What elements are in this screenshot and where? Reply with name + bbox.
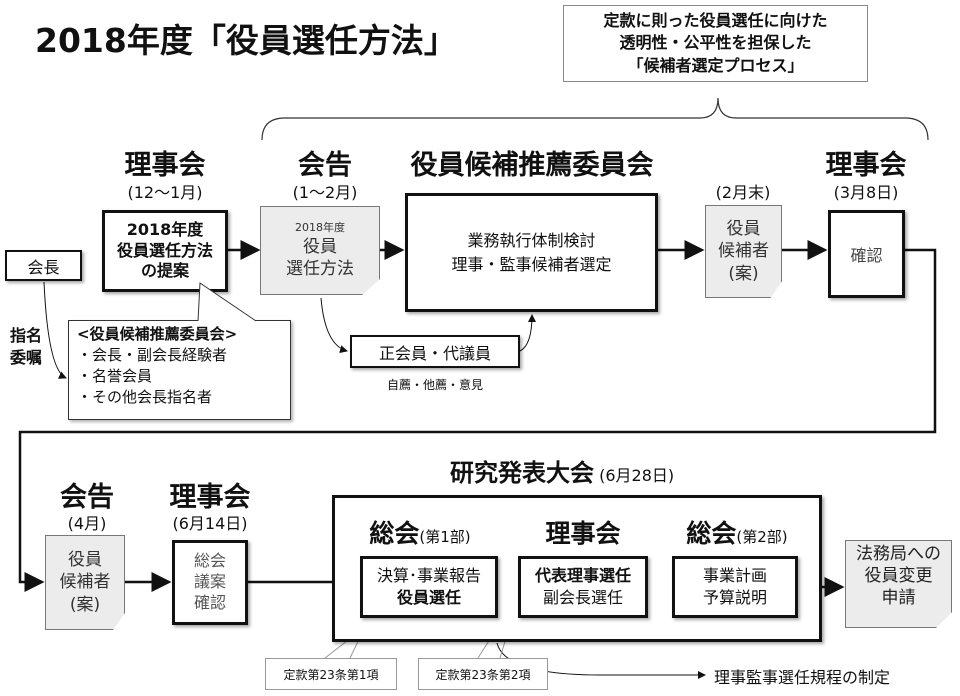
box-line: 決算･事業報告 xyxy=(376,566,481,586)
suisen-line: 業務執行体制検討 xyxy=(467,231,596,251)
doc-line: 申請 xyxy=(881,588,916,609)
teikan2-note: 定款第23条第2項 xyxy=(418,658,548,690)
box-line: 役員選任 xyxy=(396,588,461,607)
kohosha-document: 役員 候補者 (案) xyxy=(705,205,782,298)
doc-line: 役員 xyxy=(68,550,102,571)
members-box: 正会員・代議員 xyxy=(350,335,520,368)
proposal-line: の提案 xyxy=(140,261,189,281)
summary-line: 透明性・公平性を担保した xyxy=(619,33,812,53)
rijikai3-box: 総会 議案 確認 xyxy=(172,540,248,625)
proposal-line: 役員選任方法 xyxy=(116,240,213,260)
sokai1-header: 総会(第1部) xyxy=(369,514,470,550)
proposal-line: 2018年度 xyxy=(126,219,204,239)
summary-line: 定款に則った役員選任に向けた xyxy=(603,10,828,30)
doc-line: 候補者 xyxy=(59,572,111,593)
sokai2-title: 総会 xyxy=(686,519,737,548)
suisen-line: 理事・監事候補者選定 xyxy=(451,254,612,274)
taikai-date: (6月28日) xyxy=(599,466,675,485)
homukyoku-document: 法務局への 役員変更 申請 xyxy=(845,540,952,628)
kitei-label: 理事監事選任規程の制定 xyxy=(714,668,891,687)
sokai1-box: 決算･事業報告 役員選任 xyxy=(360,556,498,618)
committee-item: ・その他会長指名者 xyxy=(77,388,213,406)
shimei-label: 指名 委嘱 xyxy=(10,325,42,368)
sokai2-part: (第2部) xyxy=(736,528,788,546)
teikan1-note: 定款第23条第1項 xyxy=(265,658,397,690)
doc-line: 役員 xyxy=(303,236,337,257)
sokai1-part: (第1部) xyxy=(419,528,471,546)
sokai1-title: 総会 xyxy=(369,519,420,548)
kokoku1-period: (1〜2月) xyxy=(292,183,358,202)
rijikai2-header: 理事会 xyxy=(825,150,907,181)
summary-line: 「候補者選定プロセス」 xyxy=(627,55,804,75)
rijikai2-period: (3月8日) xyxy=(833,183,899,202)
box-line: 予算説明 xyxy=(702,588,767,607)
box-line: 副会長選任 xyxy=(542,588,623,607)
doc-line: 法務局への xyxy=(856,544,941,564)
sokai2-header: 総会(第2部) xyxy=(686,514,787,550)
committee-item: ・会長・副会長経験者 xyxy=(77,346,228,364)
taikai-title: 研究発表大会 xyxy=(450,459,594,487)
doc-line: 候補者 xyxy=(718,241,769,262)
box-line: 確認 xyxy=(193,592,226,612)
rijikai1-period: (12〜1月) xyxy=(127,183,203,202)
rijikai3-header: 理事会 xyxy=(169,482,251,513)
kokoku1-document: 2018年度 役員 選任方法 xyxy=(260,206,380,295)
summary-box: 定款に則った役員選任に向けた 透明性・公平性を担保した 「候補者選定プロセス」 xyxy=(563,5,868,82)
box-line: 事業計画 xyxy=(702,566,767,586)
suisen-header: 役員候補推薦委員会 xyxy=(410,150,654,181)
suisen-box: 業務執行体制検討 理事・監事候補者選定 xyxy=(405,193,658,312)
proposal-box: 2018年度 役員選任方法 の提案 xyxy=(102,210,228,292)
box-line: 議案 xyxy=(193,572,226,592)
kokoku2-document: 役員 候補者 (案) xyxy=(45,535,125,630)
box-line: 総会 xyxy=(193,551,226,571)
rijikai1-header: 理事会 xyxy=(124,150,206,181)
doc-line: 役員 xyxy=(726,219,761,240)
rijikai4-header: 理事会 xyxy=(545,519,621,548)
brace xyxy=(261,97,929,141)
committee-title: <役員候補推薦委員会> xyxy=(77,325,238,343)
box-line: 代表理事選任 xyxy=(534,566,631,586)
doc-line: 選任方法 xyxy=(286,258,354,279)
doc-small: 2018年度 xyxy=(295,221,345,235)
doc-line: (案) xyxy=(728,263,759,284)
taikai-header: 研究発表大会 (6月28日) xyxy=(450,453,674,488)
rijikai3-period: (6月14日) xyxy=(172,514,248,533)
kakunin-box: 確認 xyxy=(828,210,905,298)
committee-item: ・名誉会員 xyxy=(77,367,153,385)
kokoku2-period: (4月) xyxy=(67,514,107,533)
page-title: 2018年度「役員選任方法」 xyxy=(35,21,457,60)
kokoku2-header: 会告 xyxy=(60,482,114,513)
shimei-line: 委嘱 xyxy=(10,347,43,367)
kaicho-box: 会長 xyxy=(5,250,82,281)
members-note: 自薦・他薦・意見 xyxy=(386,378,484,392)
rijikai4-box: 代表理事選任 副会長選任 xyxy=(518,556,648,618)
doc-line: 役員変更 xyxy=(864,566,933,587)
doc-line: (案) xyxy=(69,594,101,615)
kokoku1-header: 会告 xyxy=(298,150,352,181)
shimei-line: 指名 xyxy=(10,326,43,345)
committee-callout: <役員候補推薦委員会> ・会長・副会長経験者 ・名誉会員 ・その他会長指名者 xyxy=(68,320,291,420)
sokai2-box: 事業計画 予算説明 xyxy=(672,556,798,618)
kohosha-period: (2月末) xyxy=(715,183,771,202)
